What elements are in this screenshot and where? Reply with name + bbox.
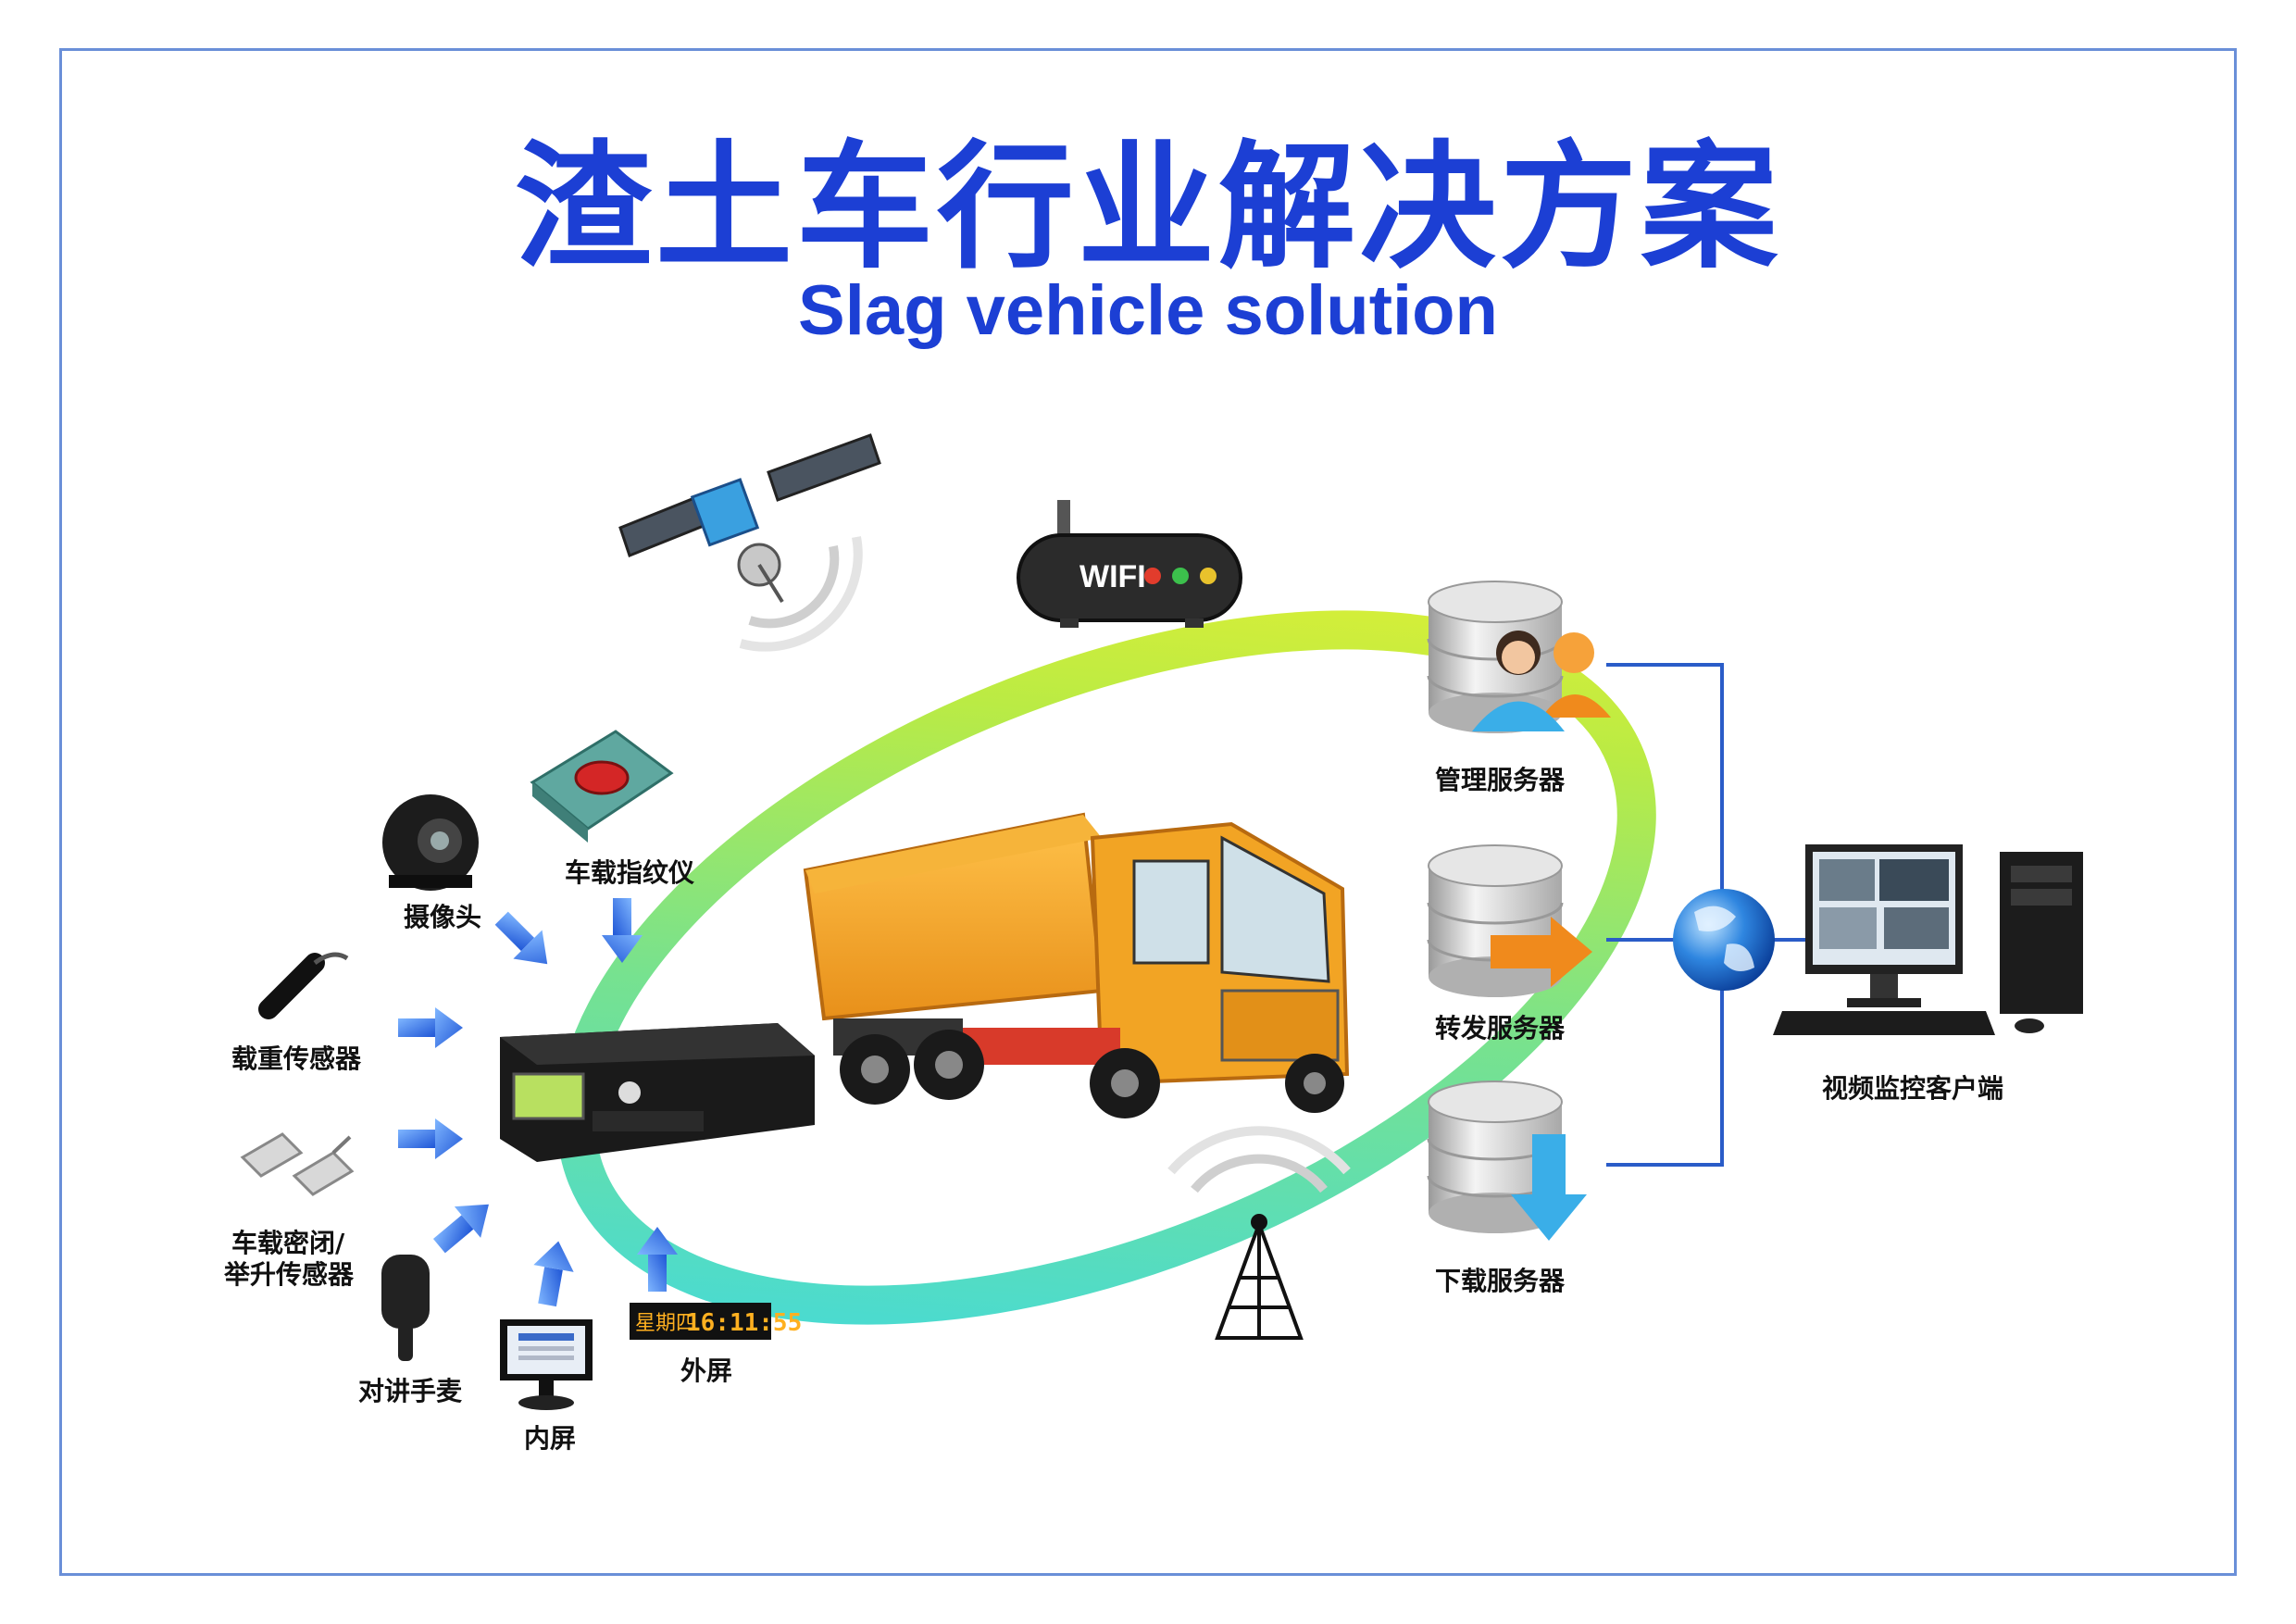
data-flow-ring	[556, 610, 1656, 1325]
users-icon	[1472, 631, 1611, 731]
page-subtitle: Slag vehicle solution	[798, 271, 1498, 350]
intercom-label: 对讲手麦	[358, 1376, 463, 1406]
forwarding-server-label: 转发服务器	[1435, 1013, 1566, 1043]
inner-screen-icon	[500, 1319, 593, 1410]
input-arrows	[398, 898, 678, 1307]
signal-tower-icon	[1167, 1126, 1351, 1340]
load-sensor-icon	[258, 952, 349, 1019]
seal-sensor-label-line2: 举升传感器	[223, 1259, 355, 1290]
management-server-label: 管理服务器	[1435, 765, 1566, 795]
management-server	[1427, 581, 1611, 733]
arrow-outer-screen	[637, 1227, 678, 1292]
forward-arrow-icon	[1491, 917, 1592, 987]
arrow-intercom	[432, 1204, 489, 1254]
vehicle-dvr-terminal	[500, 1023, 815, 1162]
camera-label: 摄像头	[404, 902, 481, 932]
satellite-icon	[618, 433, 881, 652]
dump-truck	[803, 812, 1350, 1118]
wifi-label: WIFI	[1079, 559, 1146, 594]
outer-screen-label: 外屏	[680, 1355, 732, 1386]
load-sensor-label: 载重传感器	[231, 1043, 362, 1074]
client-label: 视频监控客户端	[1822, 1073, 2003, 1104]
download-server-label: 下载服务器	[1435, 1266, 1566, 1296]
monitoring-client-pc	[1773, 844, 2083, 1035]
seal-sensor-label-line1: 车载密闭/	[231, 1228, 345, 1258]
arrow-fingerprint	[602, 898, 643, 963]
fingerprint-reader-icon	[530, 730, 674, 843]
seal-sensor-icon	[240, 1132, 355, 1196]
arrow-camera	[494, 911, 548, 965]
arrow-load-sensor	[398, 1007, 463, 1048]
page-title: 渣土车行业解决方案	[515, 128, 1781, 287]
arrow-inner-screen	[533, 1241, 574, 1307]
outer-screen-day: 星期四	[635, 1312, 696, 1335]
border-frame	[59, 48, 2237, 1576]
camera-icon	[382, 794, 479, 891]
fingerprint-label: 车载指纹仪	[565, 857, 695, 888]
intercom-mic-icon	[381, 1255, 430, 1361]
download-arrow-icon	[1511, 1134, 1587, 1241]
arrow-seal-sensor	[398, 1118, 463, 1159]
outer-screen-time: 16:11:55	[686, 1309, 802, 1337]
inner-screen-label: 内屏	[524, 1423, 576, 1454]
wifi-router-icon: WIFI	[1017, 500, 1242, 628]
download-server	[1427, 1081, 1587, 1241]
globe-icon	[1673, 889, 1775, 991]
outer-screen-display: 星期四 16:11:55	[630, 1303, 802, 1340]
forwarding-server	[1427, 844, 1592, 997]
